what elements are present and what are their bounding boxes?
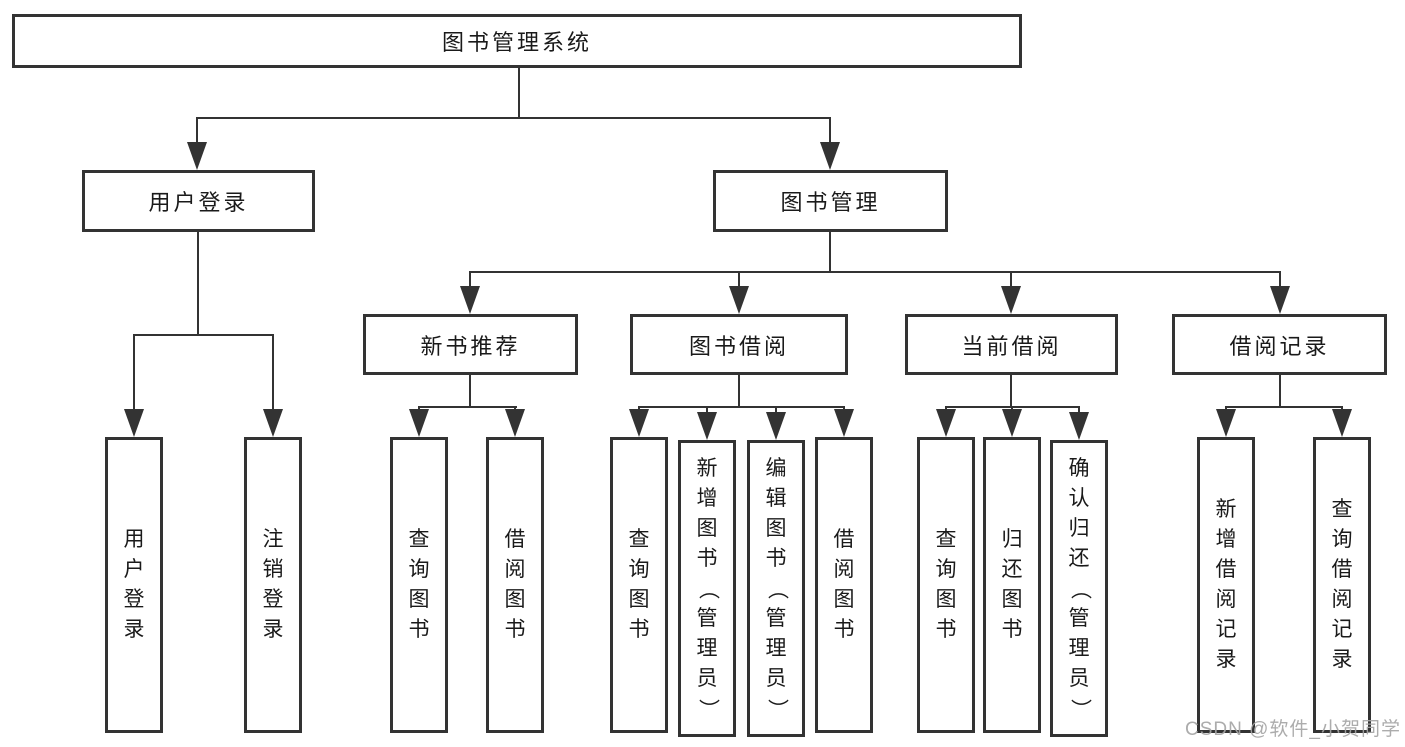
leaf-borrow-books-recommend: 借阅图书 xyxy=(486,437,544,733)
leaf-edit-books-admin: 编辑图书（管理员） xyxy=(747,440,805,737)
connector-drop-user-login xyxy=(196,117,198,145)
connector-drop-book-borrow xyxy=(738,271,740,288)
node-new-book-recommendation: 新书推荐 xyxy=(363,314,578,375)
connector-newbooks-rail xyxy=(418,406,517,408)
arrowhead-down-leaf-user-login xyxy=(124,409,144,437)
connector-drop-book-management xyxy=(829,117,831,145)
arrowhead-down-g2-2 xyxy=(505,409,525,437)
arrowhead-down-book-borrow xyxy=(729,286,749,314)
connector-bookmgmt-rail xyxy=(469,271,1281,273)
connector-drop-g3-2 xyxy=(706,406,708,413)
connector-drop-g2-1 xyxy=(418,406,420,411)
node-book-management: 图书管理 xyxy=(713,170,948,232)
node-book-borrowing: 图书借阅 xyxy=(630,314,848,375)
connector-newbooks-stub xyxy=(469,375,471,408)
connector-drop-g2-2 xyxy=(514,406,516,411)
connector-root-stub xyxy=(518,68,520,118)
csdn-watermark: CSDN @软件_小贺同学 xyxy=(1185,719,1401,740)
connector-drop-current-borrow xyxy=(1010,271,1012,288)
leaf-borrow-books: 借阅图书 xyxy=(815,437,873,733)
leaf-user-login: 用户登录 xyxy=(105,437,163,733)
arrowhead-down-g2-1 xyxy=(409,409,429,437)
arrowhead-down-g5-2 xyxy=(1332,409,1352,437)
connector-bookmgmt-stub xyxy=(829,232,831,273)
connector-userlogin-stub xyxy=(197,232,199,336)
leaf-confirm-return-admin: 确认归还（管理员） xyxy=(1050,440,1108,737)
leaf-add-borrow-record: 新增借阅记录 xyxy=(1197,437,1255,733)
leaf-add-books-admin: 新增图书（管理员） xyxy=(678,440,736,737)
node-current-borrowing: 当前借阅 xyxy=(905,314,1118,375)
arrowhead-down-g3-4 xyxy=(834,409,854,437)
connector-bookborrow-stub xyxy=(738,375,740,408)
connector-drop-leaf-user-login xyxy=(133,334,135,411)
connector-root-rail xyxy=(196,117,831,119)
connector-drop-g3-4 xyxy=(843,406,845,411)
connector-drop-new-books xyxy=(469,271,471,288)
connector-drop-borrow-records xyxy=(1279,271,1281,288)
connector-drop-g4-1 xyxy=(945,406,947,411)
node-library-system: 图书管理系统 xyxy=(12,14,1022,68)
connector-drop-g4-3 xyxy=(1078,406,1080,413)
connector-drop-g3-1 xyxy=(638,406,640,411)
arrowhead-down-current-borrow xyxy=(1001,286,1021,314)
arrowhead-down-g4-3 xyxy=(1069,412,1089,440)
leaf-query-books-current: 查询图书 xyxy=(917,437,975,733)
arrowhead-down-user-login xyxy=(187,142,207,170)
node-user-login: 用户登录 xyxy=(82,170,315,232)
connector-drop-g4-2 xyxy=(1011,406,1013,411)
connector-drop-g3-3 xyxy=(775,406,777,413)
arrowhead-down-g4-1 xyxy=(936,409,956,437)
connector-userlogin-rail xyxy=(133,334,274,336)
arrowhead-down-borrow-records xyxy=(1270,286,1290,314)
arrowhead-down-g3-1 xyxy=(629,409,649,437)
arrowhead-down-book-management xyxy=(820,142,840,170)
leaf-query-books-recommend: 查询图书 xyxy=(390,437,448,733)
connector-currentborrow-stub xyxy=(1010,375,1012,408)
leaf-query-borrow-record: 查询借阅记录 xyxy=(1313,437,1371,733)
arrowhead-down-new-books xyxy=(460,286,480,314)
connector-records-stub xyxy=(1279,375,1281,408)
leaf-query-books-borrow: 查询图书 xyxy=(610,437,668,733)
leaf-return-books: 归还图书 xyxy=(983,437,1041,733)
node-borrowing-records: 借阅记录 xyxy=(1172,314,1387,375)
connector-drop-g5-1 xyxy=(1225,406,1227,411)
leaf-logout: 注销登录 xyxy=(244,437,302,733)
arrowhead-down-g4-2 xyxy=(1002,409,1022,437)
arrowhead-down-g3-3 xyxy=(766,412,786,440)
connector-bookborrow-rail xyxy=(638,406,845,408)
connector-records-rail xyxy=(1225,406,1343,408)
connector-drop-leaf-logout xyxy=(272,334,274,411)
arrowhead-down-g5-1 xyxy=(1216,409,1236,437)
connector-drop-g5-2 xyxy=(1341,406,1343,411)
arrowhead-down-g3-2 xyxy=(697,412,717,440)
arrowhead-down-leaf-logout xyxy=(263,409,283,437)
